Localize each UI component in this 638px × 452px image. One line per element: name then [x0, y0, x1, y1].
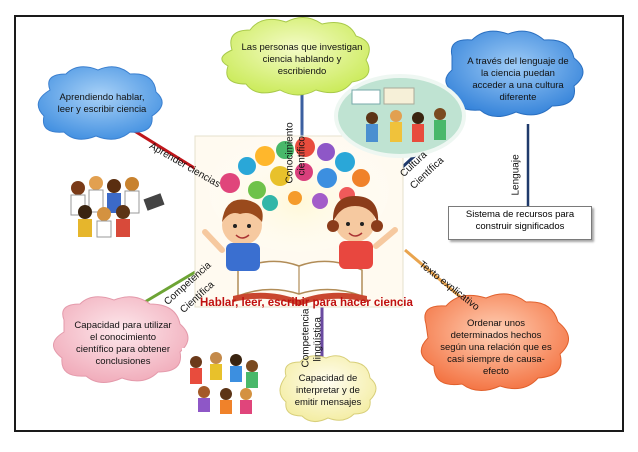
- node-right-box: Sistema de recursos para construir signi…: [448, 206, 592, 240]
- node-bottom-text: Capacidad de interpretar y de emitir men…: [294, 373, 362, 408]
- cloud-top: [221, 17, 370, 96]
- node-top-left-text: Aprendiendo hablar, leer y escribir cien…: [57, 92, 147, 115]
- label-top-line2: científico: [296, 136, 308, 176]
- label-top-line1: Conocimiento: [284, 122, 296, 184]
- central-illustration: [194, 128, 404, 308]
- kids-top-left-illustration: [60, 170, 170, 240]
- label-bottom-line2: lingüística: [312, 317, 324, 362]
- cloud-bottom: [279, 355, 377, 422]
- cloud-bottom-left: [53, 296, 189, 383]
- cloud-top-left: [37, 66, 163, 140]
- cloud-bottom-right: [420, 293, 569, 391]
- page-frame: [14, 15, 624, 432]
- classroom-illustration: [334, 74, 466, 158]
- label-bottom-line1: Competencia: [300, 308, 312, 368]
- label-right: Lenguaje: [510, 154, 522, 196]
- kids-bottom-left-illustration: [182, 348, 264, 418]
- node-top-text: Las personas que investigan ciencia habl…: [241, 42, 363, 77]
- node-top-right-text: A través del lenguaje de la ciencia pued…: [467, 56, 569, 103]
- node-right-box-text: Sistema de recursos para construir signi…: [465, 209, 575, 232]
- node-bottom-left-text: Capacidad para utilizar el conocimiento …: [74, 320, 172, 367]
- central-title: Hablar, leer, escribir para hacer cienci…: [200, 297, 413, 309]
- node-bottom-right-text: Ordenar unos determinados hechos según u…: [440, 318, 552, 377]
